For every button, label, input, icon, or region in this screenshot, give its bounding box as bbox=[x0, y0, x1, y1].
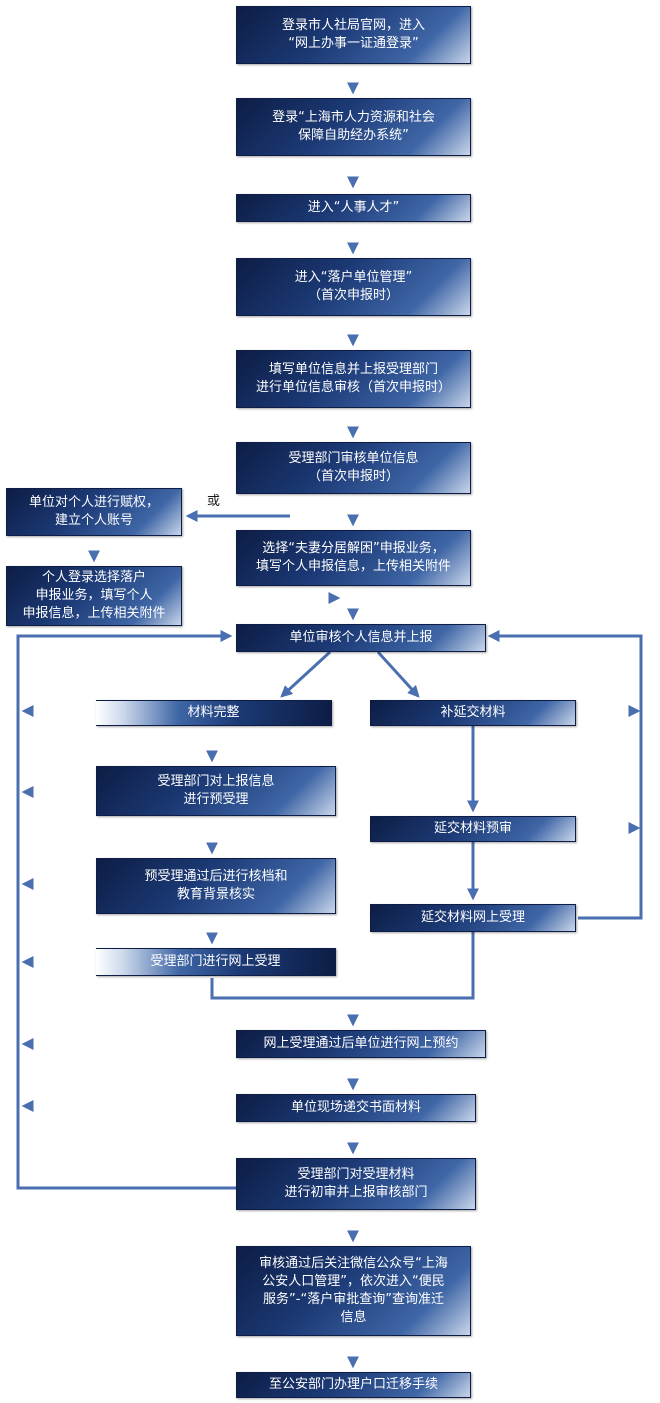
step-text: 建立个人账号 bbox=[54, 513, 133, 528]
step-text: 进行初审并上报审核部门 bbox=[284, 1185, 428, 1200]
step-text: 受理部门对受理材料 bbox=[297, 1167, 415, 1182]
step-supplement-materials: 补延交材料 bbox=[370, 700, 576, 726]
step-pre-acceptance: 受理部门对上报信息 进行预受理 bbox=[96, 766, 336, 816]
step-text: 进入“人事人才” bbox=[307, 200, 400, 215]
step-text: 材料完整 bbox=[187, 705, 240, 720]
step-text: （首次申报时） bbox=[307, 288, 399, 303]
step-text: 登录市人社局官网，进入 bbox=[281, 18, 425, 33]
step-enter-personnel-talent: 进入“人事人才” bbox=[236, 194, 471, 222]
step-text: 进入“落户单位管理” bbox=[294, 270, 413, 285]
right-loop-line bbox=[487, 630, 643, 920]
step-login-self-service-system: 登录“上海市人力资源和社会 保障自助经办系统” bbox=[236, 98, 471, 156]
step-text: 填写单位信息并上报受理部门 bbox=[268, 362, 438, 377]
step-text: 补延交材料 bbox=[440, 705, 506, 720]
step-deferred-materials-precheck: 延交材料预审 bbox=[370, 816, 576, 842]
split-left-arrow bbox=[280, 650, 332, 698]
step-text: 至公安部门办理户口迁移手续 bbox=[268, 1377, 438, 1392]
step-fill-unit-info: 填写单位信息并上报受理部门 进行单位信息审核（首次申报时） bbox=[236, 350, 471, 408]
step-text: 申报业务，填写个人 bbox=[35, 588, 153, 603]
left-loop-line bbox=[16, 630, 236, 1190]
step-review-unit-info: 受理部门审核单位信息 （首次申报时） bbox=[236, 442, 471, 494]
or-label: 或 bbox=[207, 494, 221, 509]
step-text: 申报信息，上传相关附件 bbox=[22, 606, 166, 621]
step-text: 单位对个人进行赋权， bbox=[28, 495, 159, 510]
step-text: 填写个人申报信息，上传相关附件 bbox=[255, 559, 451, 574]
main-down-arrows bbox=[88, 68, 359, 1369]
step-check-approval-wechat: 审核通过后关注微信公众号“上海 公安人口管理”，依次进入“便民 服务”-“落户审… bbox=[236, 1246, 471, 1336]
step-text: 选择“夫妻分居解困”申报业务， bbox=[262, 541, 445, 556]
left-pointing-arrows bbox=[21, 705, 236, 1112]
step-materials-complete: 材料完整 bbox=[96, 700, 332, 726]
step-text: 进行预受理 bbox=[183, 792, 249, 807]
step-login-official-site: 登录市人社局官网，进入 “网上办事一证通登录” bbox=[236, 6, 471, 64]
step-online-acceptance: 受理部门进行网上受理 bbox=[96, 948, 336, 976]
step-archive-verification: 预受理通过后进行核档和 教育背景核实 bbox=[96, 858, 336, 914]
step-text: 预受理通过后进行核档和 bbox=[144, 869, 288, 884]
step-hukou-transfer: 至公安部门办理户口迁移手续 bbox=[236, 1372, 471, 1398]
step-text: 信息 bbox=[340, 1310, 367, 1325]
step-preliminary-review: 受理部门对受理材料 进行初审并上报审核部门 bbox=[236, 1158, 476, 1210]
step-online-appointment: 网上受理通过后单位进行网上预约 bbox=[236, 1030, 486, 1058]
step-submit-paper-materials: 单位现场递交书面材料 bbox=[236, 1094, 476, 1122]
step-select-spouse-reunion: 选择“夫妻分居解困”申报业务， 填写个人申报信息，上传相关附件 bbox=[236, 530, 471, 586]
step-text: 登录“上海市人力资源和社会 bbox=[272, 110, 435, 125]
step-text: 延交材料预审 bbox=[433, 821, 512, 836]
step-text: 审核通过后关注微信公众号“上海 bbox=[259, 1256, 448, 1271]
merge-line bbox=[210, 932, 475, 1000]
step-text: 服务”-“落户审批查询”查询准迁 bbox=[263, 1292, 444, 1307]
step-text: 延交材料网上受理 bbox=[420, 910, 525, 925]
step-enter-unit-management: 进入“落户单位管理” （首次申报时） bbox=[236, 258, 471, 316]
step-text: 网上受理通过后单位进行网上预约 bbox=[263, 1036, 459, 1051]
step-text: 单位审核个人信息并上报 bbox=[289, 630, 433, 645]
step-text: 保障自助经办系统” bbox=[298, 128, 409, 143]
step-text: 受理部门审核单位信息 bbox=[288, 451, 419, 466]
step-text: “网上办事一证通登录” bbox=[288, 36, 419, 51]
step-unit-review-individual: 单位审核个人信息并上报 bbox=[236, 624, 486, 652]
step-text: 个人登录选择落户 bbox=[41, 570, 146, 585]
step-text: 公安人口管理”，依次进入“便民 bbox=[262, 1274, 445, 1289]
step-text: （首次申报时） bbox=[307, 469, 399, 484]
step-deferred-materials-online: 延交材料网上受理 bbox=[370, 904, 576, 932]
step-text: 单位现场递交书面材料 bbox=[290, 1100, 421, 1115]
step-text: 教育背景核实 bbox=[176, 887, 255, 902]
step-individual-login-apply: 个人登录选择落户 申报业务，填写个人 申报信息，上传相关附件 bbox=[6, 566, 182, 626]
step-text: 进行单位信息审核（首次申报时） bbox=[255, 380, 451, 395]
step-text: 受理部门对上报信息 bbox=[157, 774, 275, 789]
split-right-arrow bbox=[376, 650, 420, 698]
step-text: 受理部门进行网上受理 bbox=[150, 954, 281, 969]
step-unit-authorize-individual: 单位对个人进行赋权， 建立个人账号 bbox=[6, 488, 182, 536]
